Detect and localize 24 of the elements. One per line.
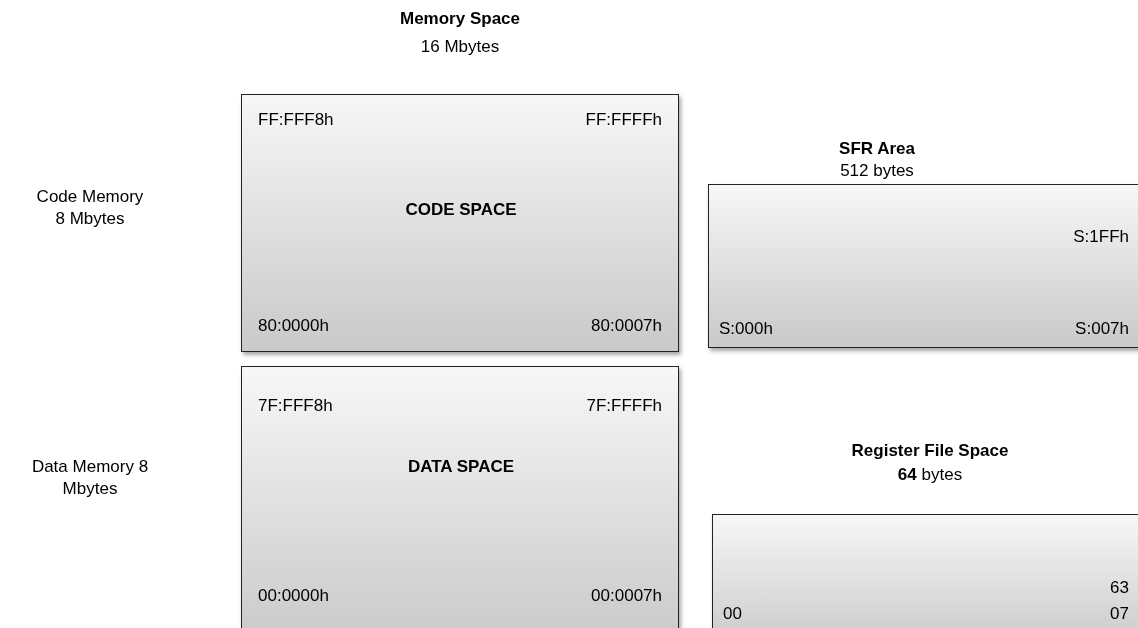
address-label: S:000h <box>719 318 773 340</box>
address-label: FF:FFFFh <box>585 109 662 131</box>
block-title: DATA SPACE <box>406 456 516 478</box>
address-label: 80:0007h <box>591 315 662 337</box>
address-label: 7F:FFF8h <box>258 395 333 417</box>
region-label: Code Memory 8 Mbytes <box>35 186 145 230</box>
address-label: 7F:FFFFh <box>586 395 662 417</box>
address-label: 00:0007h <box>591 585 662 607</box>
address-label: S:007h <box>1075 318 1129 340</box>
size-label: 64 bytes <box>896 464 964 486</box>
address-label: 00:0000h <box>258 585 329 607</box>
address-label: 00 <box>723 603 742 625</box>
size-label: 16 Mbytes <box>419 36 501 58</box>
block-title: Register File Space <box>850 440 1010 462</box>
heading: Memory Space <box>399 8 521 30</box>
address-label: S:1FFh <box>1073 226 1129 248</box>
size-label: 512 bytes <box>839 160 915 182</box>
block-title: SFR Area <box>838 138 916 160</box>
address-label: 63 <box>1110 577 1129 599</box>
address-label: 07 <box>1110 603 1129 625</box>
address-label: FF:FFF8h <box>258 109 334 131</box>
region-label: Data Memory 8 Mbytes <box>30 456 150 500</box>
block-title: CODE SPACE <box>404 199 518 221</box>
address-label: 80:0000h <box>258 315 329 337</box>
